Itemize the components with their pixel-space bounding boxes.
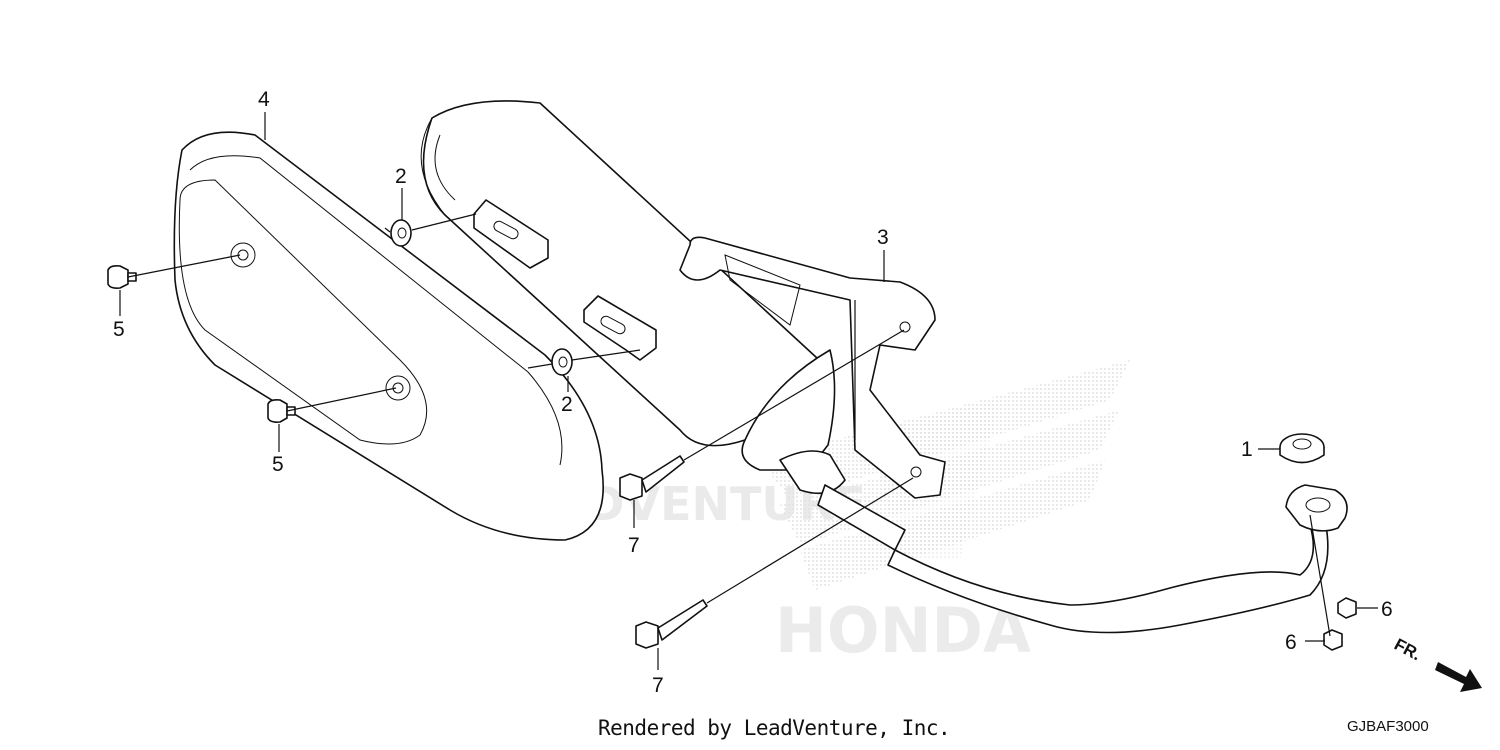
rendered-by-credit: Rendered by LeadVenture, Inc. [598, 716, 951, 740]
muffler-bracket-upper [473, 199, 549, 269]
flange-bolt-lower[interactable] [635, 599, 708, 649]
cap-nut-upper[interactable] [1337, 597, 1357, 619]
muffler[interactable] [420, 100, 906, 551]
callout-6-lower: 6 [1285, 631, 1297, 654]
diagram-code: GJBAF3000 [1347, 718, 1429, 735]
callout-2-upper: 2 [395, 165, 407, 188]
collar-upper[interactable] [390, 219, 412, 247]
exhaust-pipe[interactable] [887, 484, 1348, 634]
callout-7-upper: 7 [628, 534, 640, 557]
cap-nut-lower[interactable] [1323, 629, 1343, 651]
callout-4: 4 [258, 88, 270, 111]
front-arrow-icon [1435, 662, 1482, 692]
front-direction-label: FR. [1391, 635, 1424, 665]
muffler-bracket-lower [583, 295, 657, 361]
callout-5-lower: 5 [272, 453, 284, 476]
callout-7-lower: 7 [652, 674, 664, 697]
flange-bolt-upper[interactable] [619, 455, 685, 501]
callout-5-upper: 5 [113, 318, 125, 341]
callout-3: 3 [877, 226, 889, 249]
collar-lower[interactable] [551, 348, 573, 376]
callout-2-lower: 2 [561, 393, 573, 416]
leader-lines [119, 112, 1378, 670]
exhaust-gasket[interactable] [1279, 433, 1325, 464]
callout-1: 1 [1241, 438, 1253, 461]
callout-6-upper: 6 [1381, 598, 1393, 621]
cover-screw-upper[interactable] [107, 265, 137, 289]
muffler-stay[interactable] [679, 236, 946, 499]
front-direction-indicator: FR. [1391, 635, 1482, 692]
heat-shield-cover[interactable] [173, 131, 604, 541]
